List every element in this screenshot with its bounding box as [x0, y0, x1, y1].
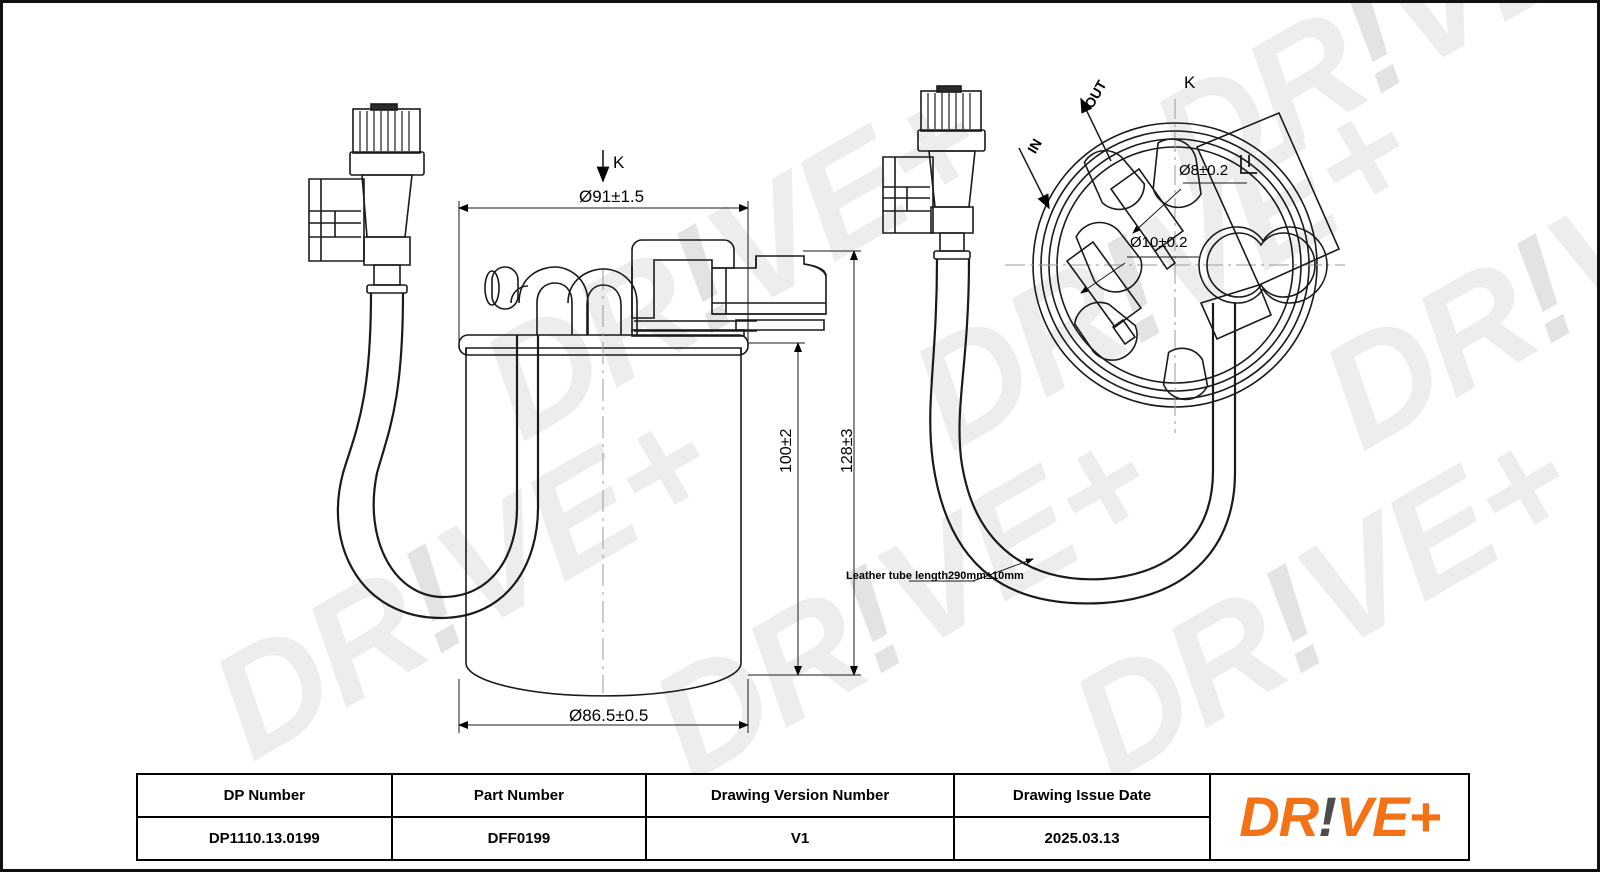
header-drawing-version: Drawing Version Number	[647, 775, 953, 818]
drawing-layer	[3, 3, 1597, 869]
note-leather-tube: Leather tube length290mm±10mm	[846, 570, 1024, 582]
dimension-lines-left	[458, 150, 861, 733]
value-issue-date: 2025.03.13	[1044, 830, 1120, 847]
header-dp-number: DP Number	[138, 775, 391, 818]
dimension-bottom-diameter: Ø86.5±0.5	[569, 706, 649, 725]
title-block-column-dp-number: DP Number DP1110.13.0199	[138, 775, 393, 859]
value-part-number: DFF0199	[487, 830, 551, 847]
right-top-view	[882, 85, 1345, 605]
logo-exclamation-icon: !	[1318, 785, 1337, 848]
view-marker-k-right: K	[1184, 73, 1196, 92]
header-part-number: Part Number	[392, 775, 646, 818]
value-drawing-version: V1	[790, 830, 810, 847]
dimension-overall-height: 128±3	[839, 428, 856, 473]
brand-logo: DR!VE+	[1211, 775, 1468, 859]
title-block-column-issue-date: Drawing Issue Date 2025.03.13	[954, 775, 1212, 859]
section-marker-k-left: K	[613, 153, 625, 172]
header-issue-date: Drawing Issue Date	[954, 775, 1210, 818]
title-block-column-drawing-version: Drawing Version Number V1	[647, 775, 955, 859]
title-block: DP Number DP1110.13.0199 Part Number DFF…	[136, 773, 1470, 861]
left-elevation-view	[308, 103, 827, 697]
dimension-hole-large: Ø10±0.2	[1130, 234, 1188, 251]
title-block-column-part-number: Part Number DFF0199	[392, 775, 648, 859]
technical-drawing-svg	[308, 85, 1345, 733]
value-dp-number: DP1110.13.0199	[208, 830, 320, 847]
dimension-top-diameter: Ø91±1.5	[579, 187, 645, 206]
logo-text-dr: DR	[1239, 785, 1319, 848]
dimension-inner-height: 100±2	[778, 428, 795, 473]
title-block-column-logo: DR!VE+	[1211, 775, 1468, 859]
logo-text-ve: VE+	[1335, 785, 1441, 848]
dimension-hole-small: Ø8±0.2	[1179, 162, 1229, 179]
